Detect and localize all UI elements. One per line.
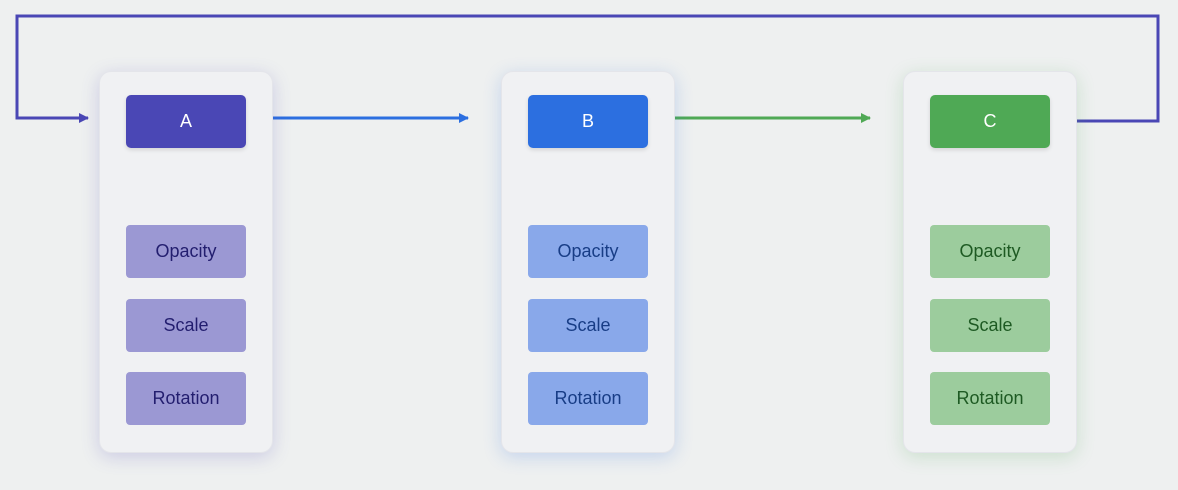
state-card-b: B Opacity Scale Rotation	[501, 71, 675, 453]
state-a-box[interactable]: A	[126, 95, 246, 148]
state-card-a: A Opacity Scale Rotation	[99, 71, 273, 453]
state-a-rotation[interactable]: Rotation	[126, 372, 246, 425]
state-b-rotation[interactable]: Rotation	[528, 372, 648, 425]
arrow-c-to-a-loop	[15, 14, 1160, 123]
state-card-c: C Opacity Scale Rotation	[903, 71, 1077, 453]
state-a-opacity[interactable]: Opacity	[126, 225, 246, 278]
state-b-scale[interactable]: Scale	[528, 299, 648, 352]
state-c-opacity[interactable]: Opacity	[930, 225, 1050, 278]
state-b-opacity[interactable]: Opacity	[528, 225, 648, 278]
state-a-scale[interactable]: Scale	[126, 299, 246, 352]
state-c-box[interactable]: C	[930, 95, 1050, 148]
state-b-box[interactable]: B	[528, 95, 648, 148]
state-c-rotation[interactable]: Rotation	[930, 372, 1050, 425]
state-c-scale[interactable]: Scale	[930, 299, 1050, 352]
